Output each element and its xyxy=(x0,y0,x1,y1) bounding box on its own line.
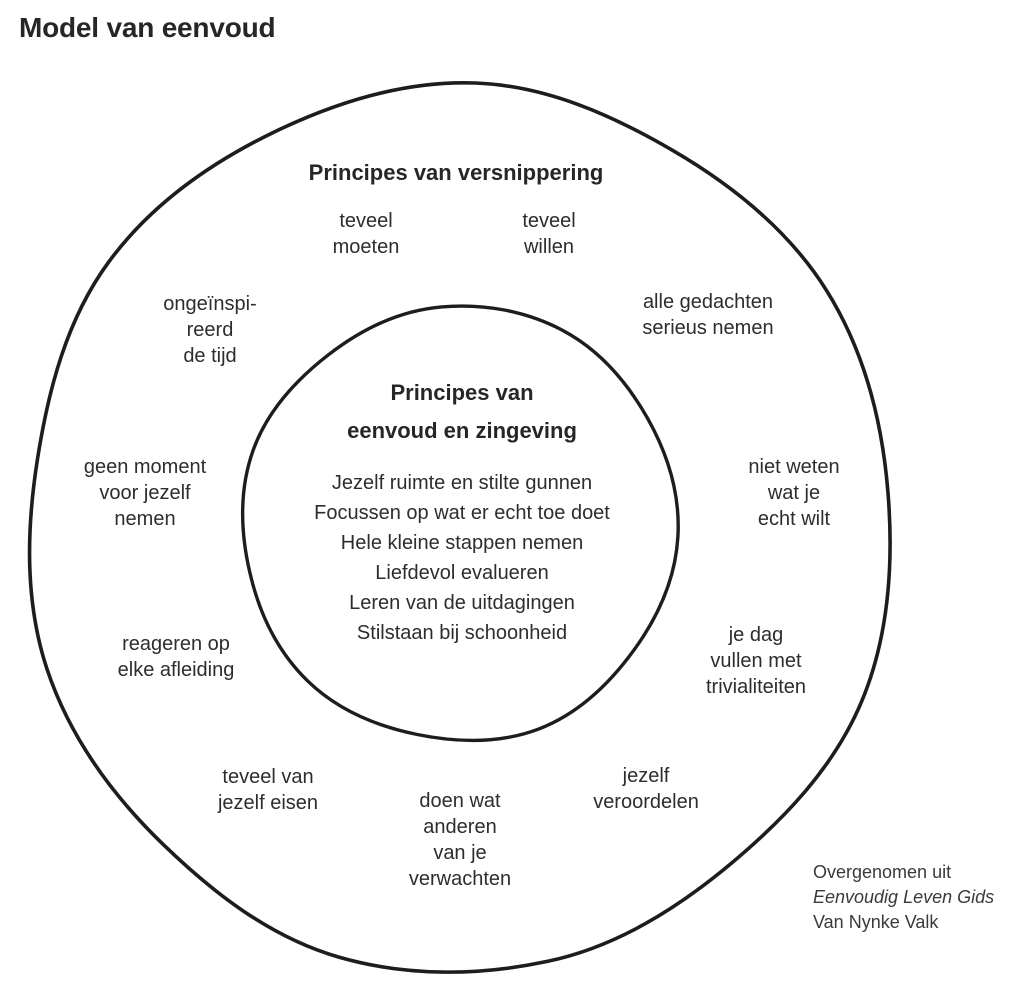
outer-label-teveel-moeten: teveel moeten xyxy=(332,210,400,258)
outer-ring-title: Principes van versnippering xyxy=(308,160,604,185)
attribution-author: Van Nynke Valk xyxy=(813,912,939,932)
outer-label-ongeinspireerd: ongeïnspi- reerd de tijd xyxy=(163,293,257,367)
inner-item: Liefdevol evalueren xyxy=(375,562,549,584)
outer-ring-circle xyxy=(27,80,892,974)
outer-label-je-dag: je dag vullen met trivialiteiten xyxy=(705,624,807,698)
inner-circle-title: Principes van eenvoud en zingeving xyxy=(347,380,577,443)
page-title: Model van eenvoud xyxy=(19,12,276,43)
outer-label-doen-wat: doen wat anderen van je verwachten xyxy=(408,790,512,890)
outer-label-niet-weten: niet weten wat je echt wilt xyxy=(748,456,840,530)
inner-item: Focussen op wat er echt toe doet xyxy=(314,502,610,524)
outer-label-teveel-willen: teveel willen xyxy=(522,210,576,258)
attribution-book-title: Eenvoudig Leven Gids xyxy=(813,887,995,907)
outer-label-teveel-eisen: teveel van jezelf eisen xyxy=(217,766,319,814)
inner-item: Hele kleine stappen nemen xyxy=(340,532,584,554)
outer-label-reageren: reageren op elke afleiding xyxy=(117,633,235,681)
outer-label-jezelf-veroordelen: jezelf veroordelen xyxy=(593,765,699,813)
inner-circle-outline xyxy=(241,304,680,743)
inner-item: Jezelf ruimte en stilte gunnen xyxy=(331,472,593,494)
inner-item: Leren van de uitdagingen xyxy=(349,592,575,614)
inner-item: Stilstaan bij schoonheid xyxy=(356,622,568,644)
outer-label-alle-gedachten: alle gedachten serieus nemen xyxy=(642,291,774,339)
attribution-line-1: Overgenomen uit xyxy=(813,862,952,882)
inner-circle-items: Jezelf ruimte en stilte gunnen Focussen … xyxy=(314,468,610,648)
outer-label-geen-moment: geen moment voor jezelf nemen xyxy=(83,456,207,530)
attribution: Overgenomen uit Eenvoudig Leven Gids Van… xyxy=(813,860,994,935)
